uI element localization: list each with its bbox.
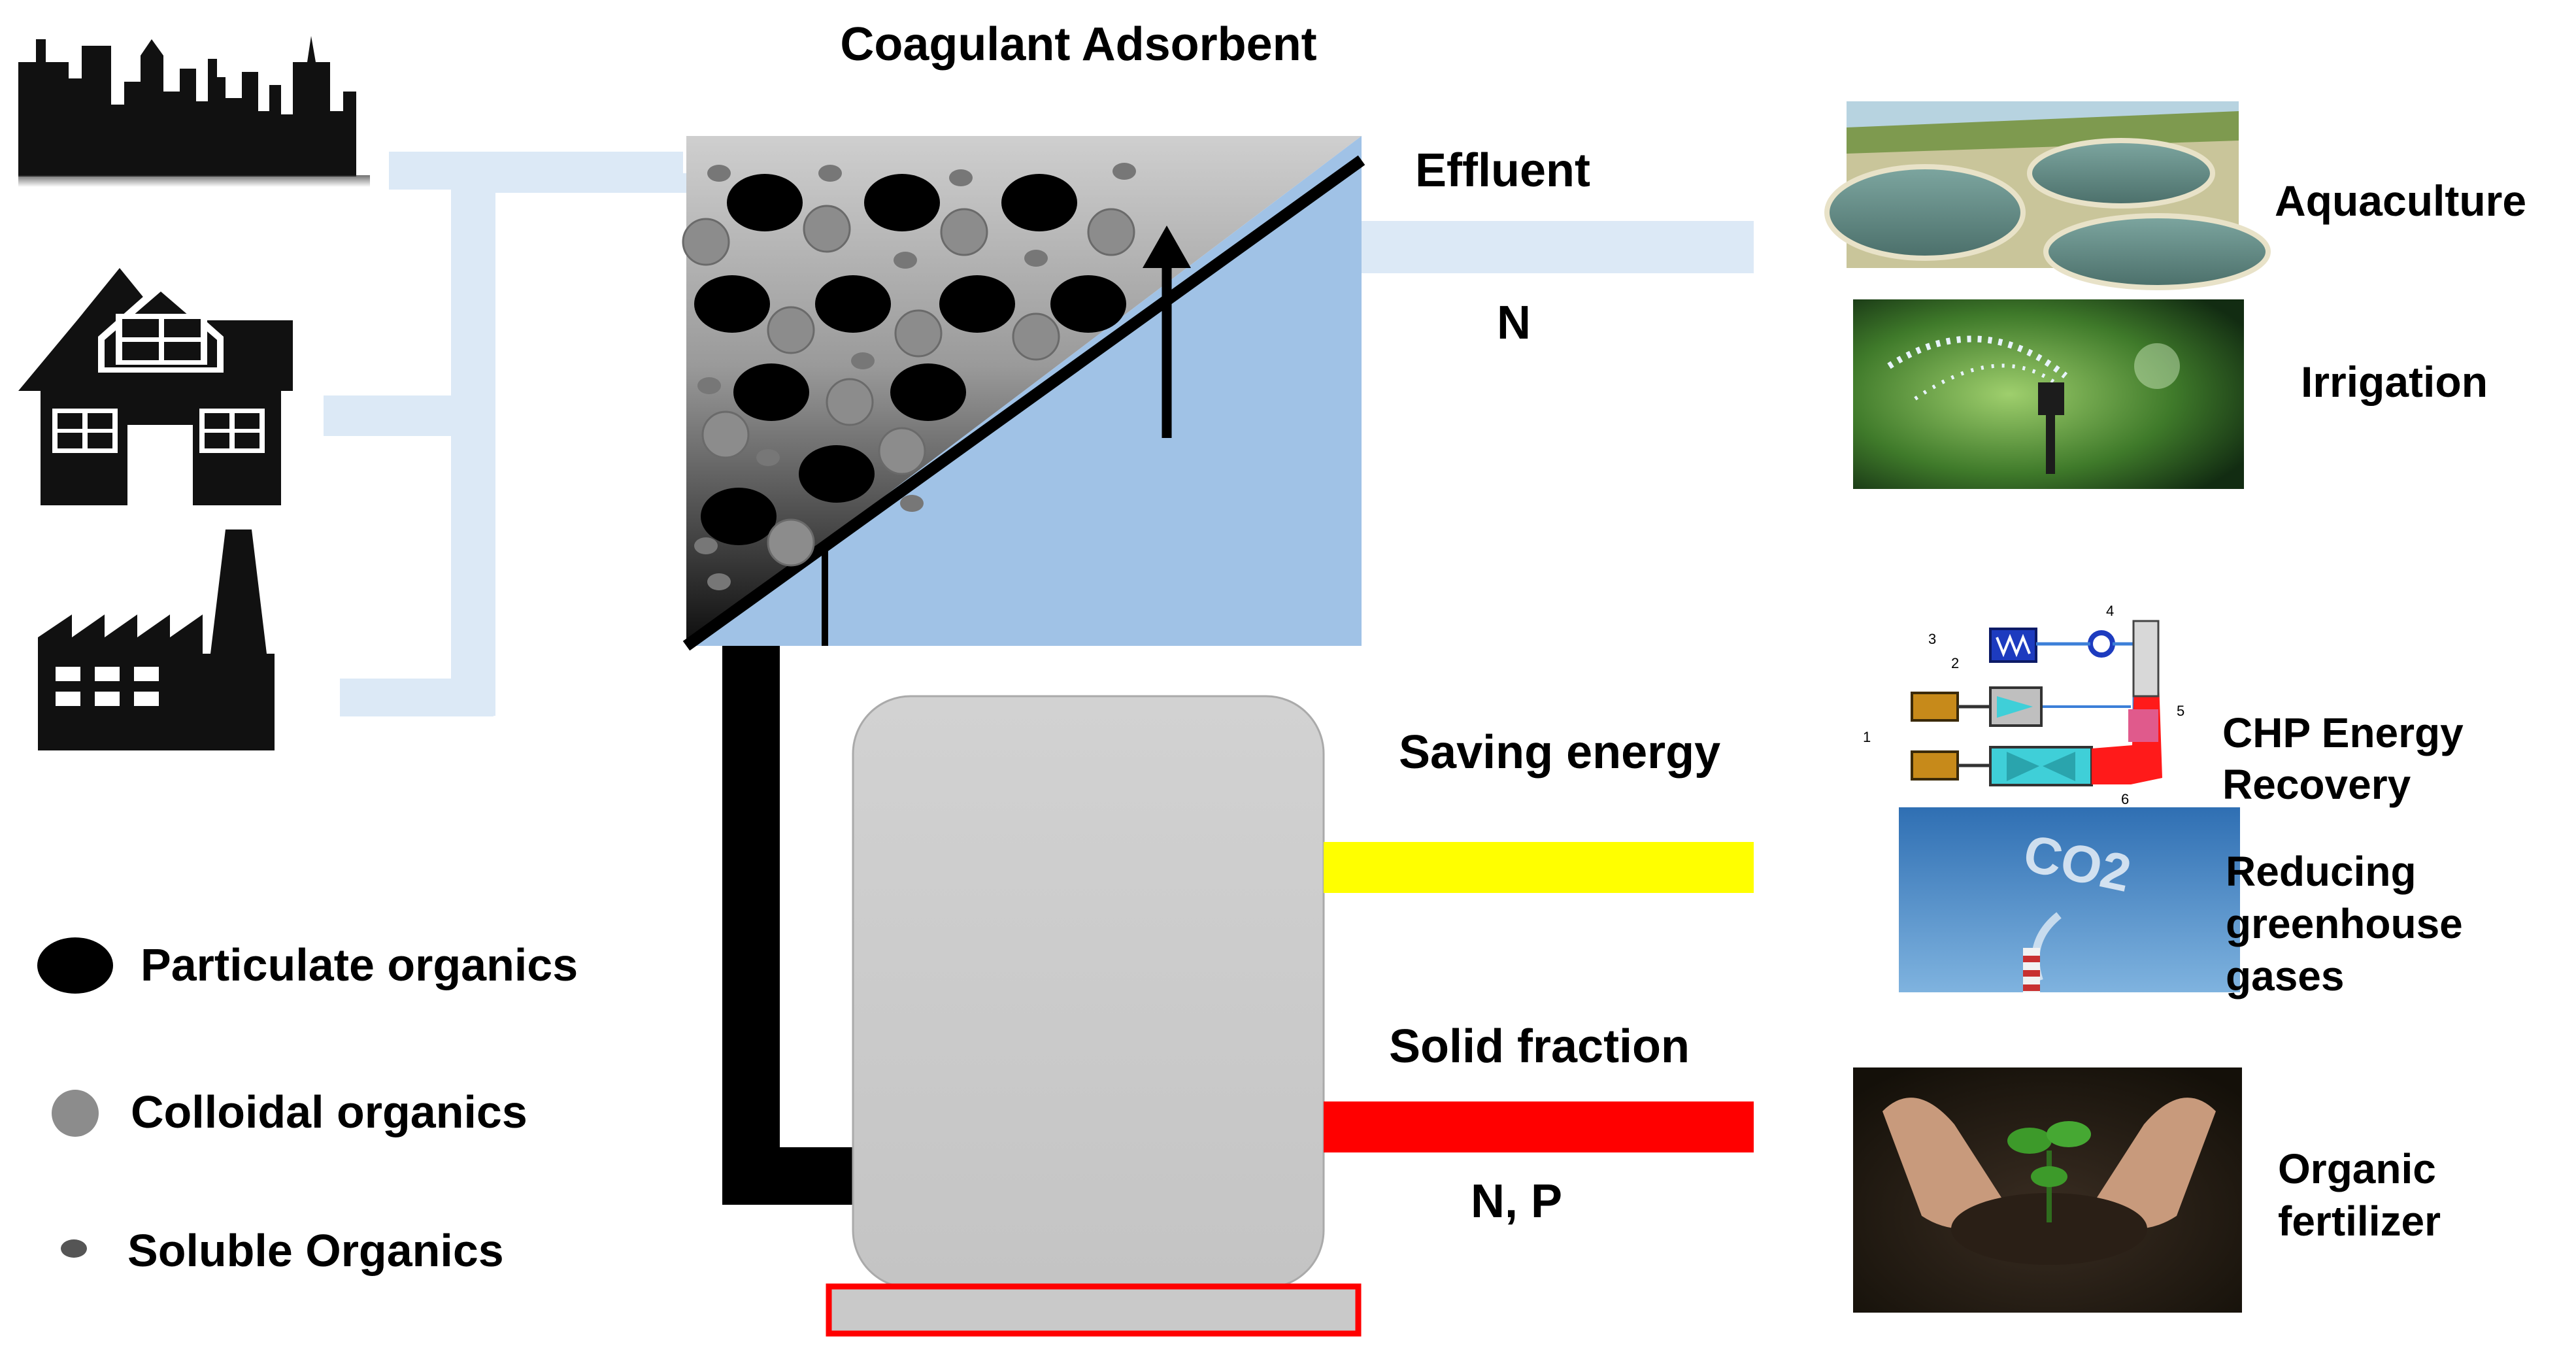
aquaculture-label: Aquaculture [2275,176,2526,225]
schematic-num-2: 2 [1951,655,1959,671]
house-icon [18,268,293,505]
digester-tank [852,695,1325,1289]
city-skyline-icon [18,36,370,187]
ghg-label-line2: greenhouse [2226,900,2463,947]
fertilizer-label-line1: Organic [2278,1145,2436,1192]
legend-swatch-colloidal [52,1090,99,1137]
legend-label-soluble: Soluble Organics [127,1225,504,1276]
effluent-nutrient: N [1497,297,1531,349]
ghg-label-line1: Reducing [2226,848,2417,895]
upward-arrow-icon [1143,226,1191,268]
chp-schematic-icon: 3 2 1 4 5 6 [1863,603,2184,807]
solid-label: Solid fraction [1389,1020,1690,1073]
schematic-num-4: 4 [2106,603,2114,619]
diagram-title: Coagulant Adsorbent [840,18,1316,71]
legend-label-colloidal: Colloidal organics [131,1086,527,1137]
schematic-num-6: 6 [2121,791,2129,807]
co2-image: CO2 [1899,807,2240,992]
coagulant-tank [682,136,1365,651]
schematic-num-1: 1 [1863,729,1871,745]
digester-base [826,1283,1362,1337]
aquaculture-image [1824,101,2271,290]
fertilizer-image [1853,1067,2242,1313]
irrigation-image [1853,299,2244,489]
ghg-label-line3: gases [2226,952,2344,1000]
legend-swatch-particulate [37,937,113,994]
legend-label-particulate: Particulate organics [141,939,578,990]
legend: Particulate organics Colloidal organics … [37,937,578,1276]
solid-nutrient: N, P [1471,1175,1562,1228]
schematic-num-3: 3 [1928,631,1936,647]
chp-label-line1: CHP Energy [2222,709,2464,756]
solid-line [1324,1101,1754,1152]
energy-label: Saving energy [1399,726,1720,779]
influent-pipes [324,152,686,716]
effluent-line [1362,221,1754,273]
fertilizer-label-line2: fertilizer [2278,1198,2441,1245]
chp-label-line2: Recovery [2222,761,2411,808]
schematic-num-5: 5 [2177,703,2184,719]
energy-line [1324,842,1754,893]
factory-icon [38,529,275,750]
effluent-label: Effluent [1415,144,1590,197]
tank-particles [682,163,1136,590]
irrigation-label: Irrigation [2301,358,2488,406]
legend-swatch-soluble [61,1239,87,1258]
